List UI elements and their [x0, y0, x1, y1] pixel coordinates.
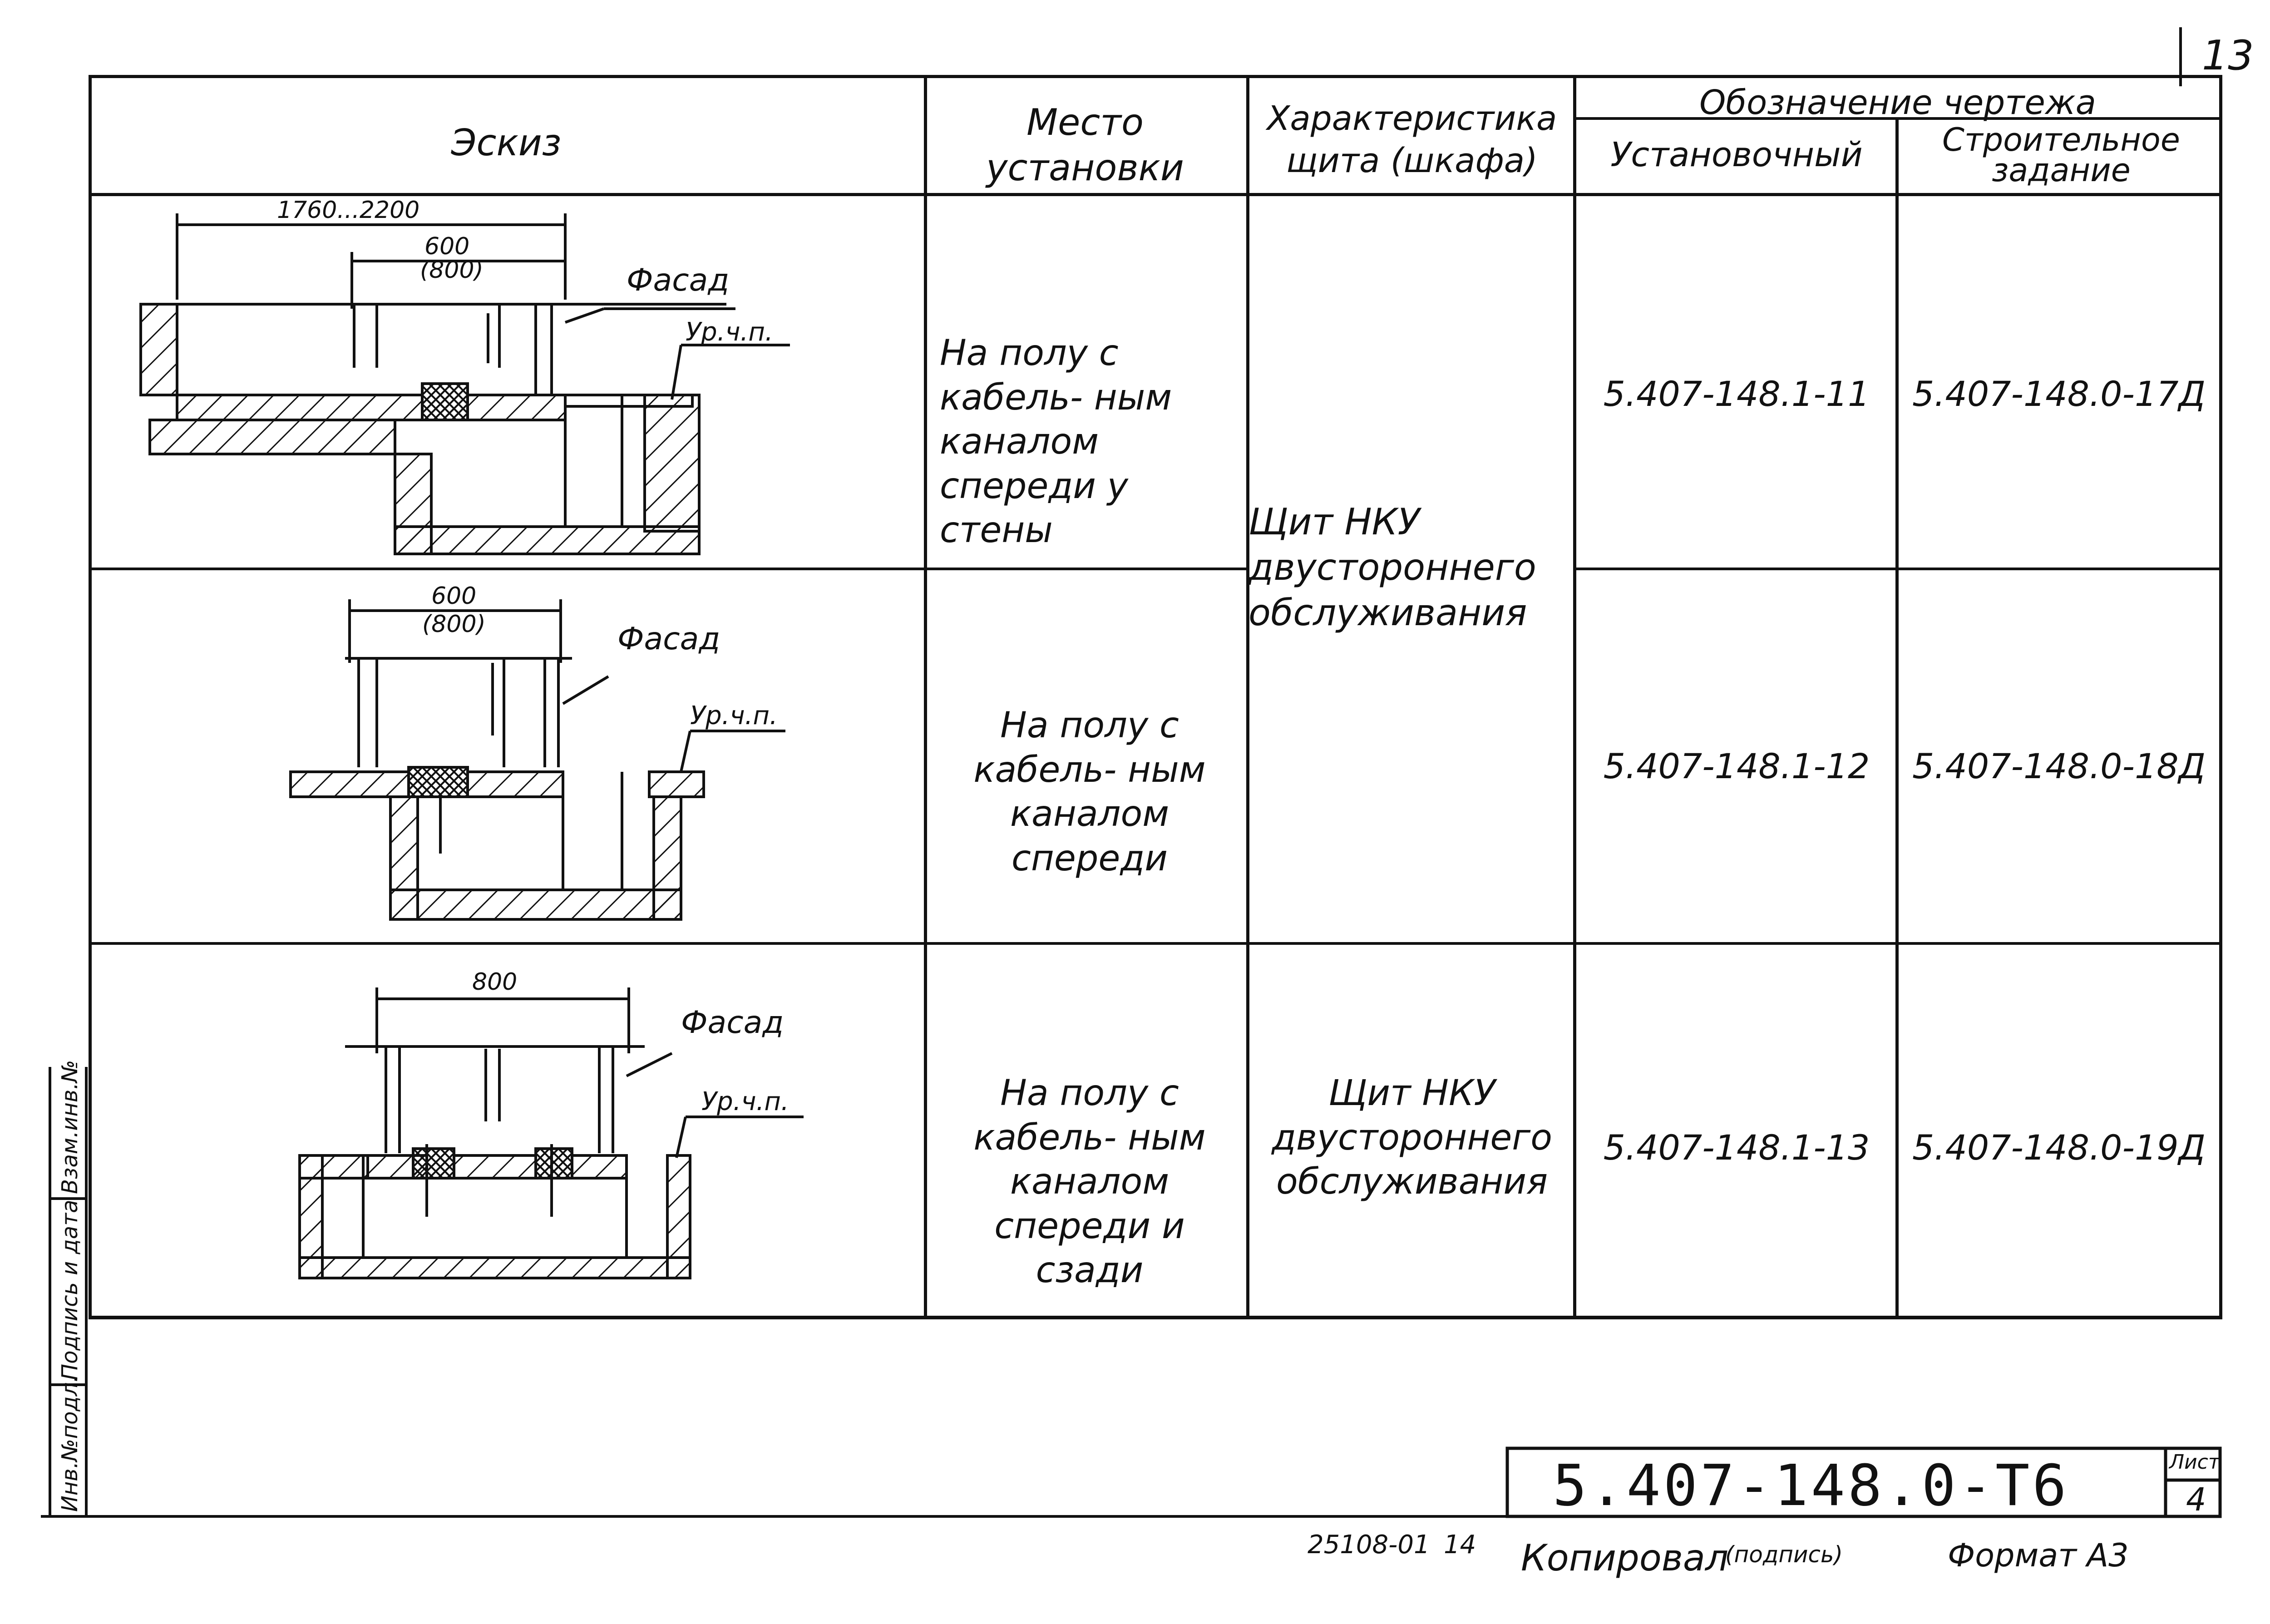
s1-width: 600 — [424, 233, 469, 260]
s1-floor-level: Ур.ч.п. — [686, 317, 773, 347]
row1-place: На полу с кабель- ным каналом спереди у … — [940, 333, 1172, 551]
sheet-value: 4 — [2186, 1481, 2206, 1518]
row3-installation: 5.407-148.1-13 — [1603, 1127, 1870, 1168]
sketch-2 — [289, 599, 785, 921]
side-inv-no: Инв.№подл. — [57, 1375, 83, 1512]
side-replace-inv: Взам.инв.№ — [57, 1060, 83, 1194]
header-sketch: Эскиз — [451, 122, 562, 164]
row3-construction: 5.407-148.0-19Д — [1912, 1127, 2206, 1168]
s3-facade: Фасад — [681, 1005, 784, 1041]
row3-place: На полу с кабель- ным каналом спереди и … — [973, 1073, 1206, 1291]
signature-mark: 14 — [1444, 1530, 1476, 1560]
sketch-3 — [298, 987, 804, 1279]
copied-label: Копировал — [1521, 1537, 1729, 1579]
copied-signature: (подпись) — [1725, 1541, 1843, 1568]
row1-construction: 5.407-148.0-17Д — [1912, 374, 2206, 414]
format-label: Формат А3 — [1948, 1537, 2129, 1574]
s1-width-alt: (800) — [420, 257, 484, 284]
s1-width-total: 1760...2200 — [277, 197, 419, 224]
title-block-frame — [1505, 1446, 2222, 1518]
header-place: Место установки — [986, 101, 1184, 189]
sketch-1 — [139, 213, 790, 555]
s2-width-alt: (800) — [422, 611, 486, 638]
s3-width: 800 — [472, 968, 517, 996]
header-drawing: Обозначение чертежа — [1699, 83, 2096, 122]
side-sign-date: Подпись и дата — [57, 1199, 83, 1380]
drawing-designation: 5.407-148.0-Т6 — [1553, 1453, 2069, 1519]
header-panel: Характеристика щита (шкафа) — [1267, 99, 1557, 180]
row2-construction: 5.407-148.0-18Д — [1912, 746, 2206, 786]
s2-width: 600 — [431, 582, 476, 610]
s1-facade: Фасад — [627, 262, 729, 298]
row2-installation: 5.407-148.1-12 — [1603, 746, 1870, 786]
row1-installation: 5.407-148.1-11 — [1603, 374, 1870, 414]
s2-facade: Фасад — [617, 621, 720, 657]
inventory-code: 25108-01 — [1308, 1530, 1430, 1560]
s2-floor-level: Ур.ч.п. — [690, 701, 778, 731]
panel-merged: Щит НКУ двустороннего обслуживания — [1248, 501, 1536, 634]
sheet-number: 13 — [2202, 32, 2254, 79]
sheet-label: Лист — [2169, 1451, 2220, 1474]
header-construction: Строительное задание — [1942, 121, 2180, 189]
row3-panel: Щит НКУ двустороннего обслуживания — [1271, 1073, 1553, 1202]
s3-floor-level: Ур.ч.п. — [701, 1087, 789, 1116]
header-installation: Установочный — [1610, 135, 1863, 174]
row2-place: На полу с кабель- ным каналом спереди — [973, 705, 1206, 879]
